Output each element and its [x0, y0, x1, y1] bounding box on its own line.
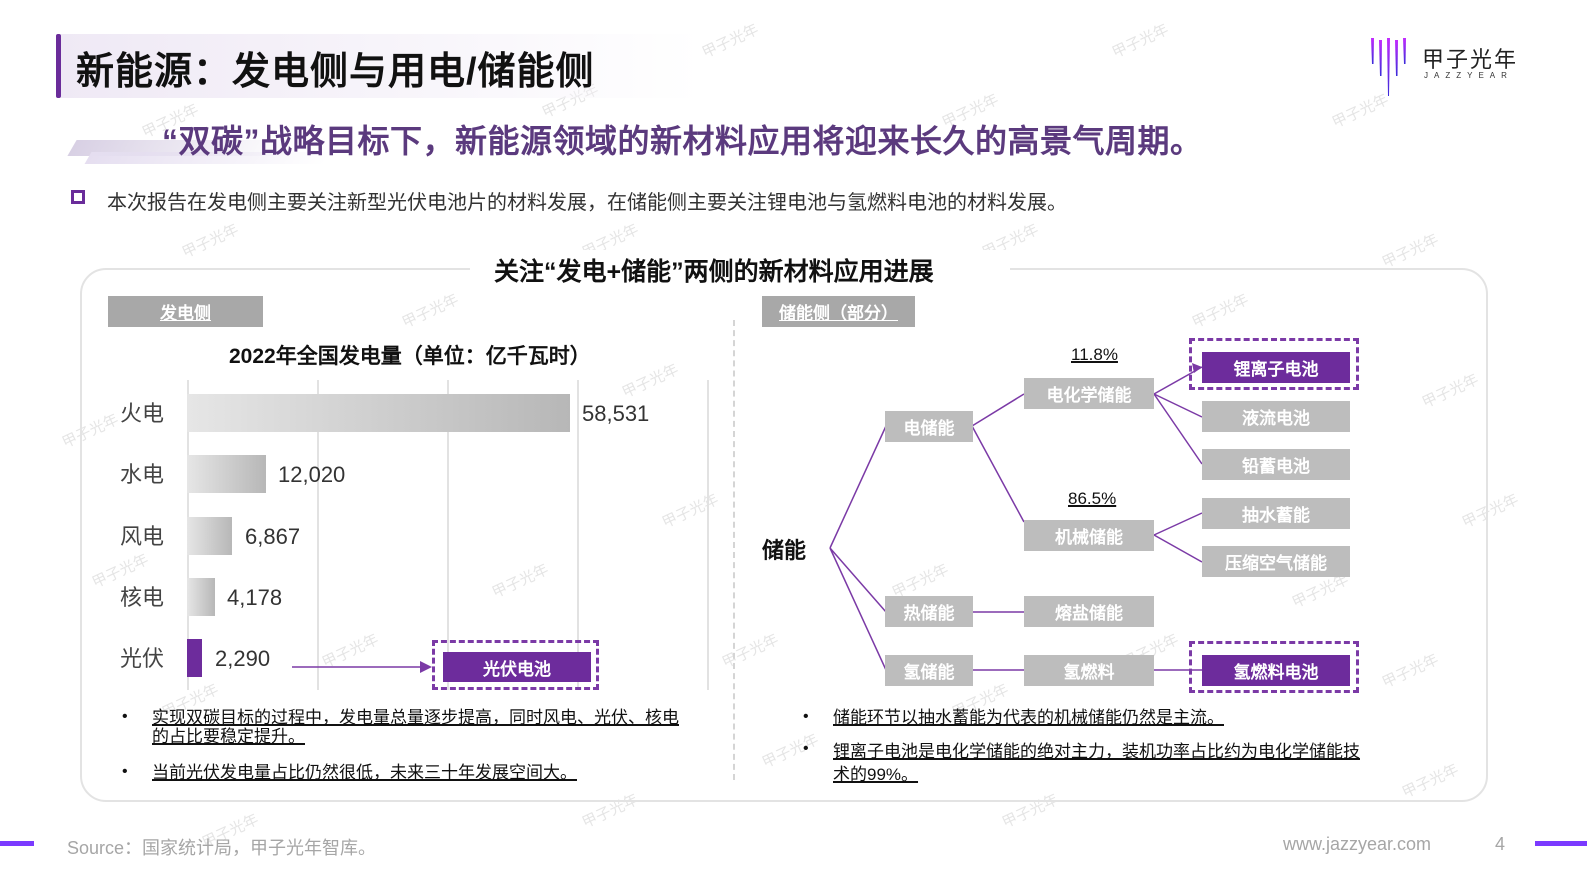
section-tab-storage: 储能侧（部分）	[762, 296, 915, 327]
watermark: 甲子光年	[179, 221, 242, 262]
title-background	[61, 34, 701, 98]
bar-value: 4,178	[227, 585, 283, 610]
hollow-square-bullet-icon	[71, 190, 85, 204]
footer-accent-bar	[1535, 841, 1587, 846]
bar-value: 12,020	[278, 462, 346, 487]
watermark: 甲子光年	[1379, 231, 1442, 272]
section-divider	[733, 320, 735, 780]
gridline	[317, 380, 319, 690]
bullet-dot: •	[803, 708, 809, 725]
watermark: 甲子光年	[1109, 21, 1172, 62]
card-title-mask	[470, 250, 1010, 290]
bar-highlighted	[187, 639, 202, 677]
bar	[187, 517, 232, 555]
bar	[187, 578, 215, 616]
bar-value: 6,867	[245, 524, 301, 549]
bar-category: 风电	[120, 524, 165, 549]
bullet-item: • 锂离子电池是电化学储能的绝对主力，装机功率占比约为电化学储能技术的99%。	[803, 740, 1373, 786]
bar-value: 58,531	[582, 401, 650, 426]
gridline	[447, 380, 449, 690]
arrow-right-icon	[292, 661, 432, 673]
tree-node-hydrogen-fuel-cell: 氢燃料电池	[1202, 655, 1350, 686]
brand-logo: 甲子光年 JAZZYEAR	[1370, 36, 1530, 96]
tree-node-thermal-storage: 热储能	[885, 596, 973, 627]
tree-node-electrochemical: 电化学储能	[1024, 378, 1154, 409]
bar	[187, 455, 266, 493]
bar-category: 光伏	[120, 646, 165, 671]
tree-node-molten-salt: 熔盐储能	[1024, 596, 1154, 627]
highlight-frame	[1189, 641, 1359, 693]
bullet-dot: •	[122, 708, 128, 725]
bar-chart: 火电 58,531 水电 12,020 风电 6,867 核电 4,178 光伏…	[120, 380, 709, 690]
bar-value: 2,290	[215, 646, 271, 671]
highlight-frame	[1189, 338, 1359, 390]
percentage-mechanical: 86.5%	[1068, 489, 1117, 508]
tree-node-electric-storage: 电储能	[885, 411, 973, 442]
source-note: Source：国家统计局，甲子光年智库。	[67, 838, 377, 858]
bullet-text: 储能环节以抽水蓄能为代表的机械储能仍然是主流。	[833, 708, 1224, 727]
bullet-item: • 实现双碳目标的过程中，发电量总量逐步提高，同时风电、光伏、核电的占比要稳定提…	[122, 708, 692, 746]
bullet-dot: •	[122, 763, 128, 780]
tree-node-lithium-ion: 锂离子电池	[1202, 352, 1350, 383]
bar-category: 核电	[120, 585, 165, 610]
tree-node-compressed-air: 压缩空气储能	[1202, 546, 1350, 577]
card-title: 关注“发电+储能”两侧的新材料应用进展	[494, 258, 934, 286]
tree-node-flow-battery: 液流电池	[1202, 401, 1350, 432]
slogan: “双碳”战略目标下，新能源领域的新材料应用将迎来长久的高景气周期。	[162, 123, 1203, 159]
tree-node-lead-acid: 铅蓄电池	[1202, 449, 1350, 480]
website-link[interactable]: www.jazzyear.com	[1283, 834, 1432, 854]
title-accent-bar	[56, 34, 61, 98]
bullet-item: • 当前光伏发电量占比仍然很低，未来三十年发展空间大。	[122, 763, 692, 782]
logo-text-cn: 甲子光年	[1422, 48, 1519, 73]
gridline	[577, 380, 579, 690]
bullet-text: 实现双碳目标的过程中，发电量总量逐步提高，同时风电、光伏、核电的占比要稳定提升。	[152, 708, 679, 746]
chart-title: 2022年全国发电量（单位：亿千瓦时）	[229, 345, 591, 368]
tree-connectors	[829, 363, 1203, 671]
jazzyear-bars-icon	[1371, 38, 1406, 96]
tree-root: 储能	[762, 538, 807, 563]
page-title: 新能源：发电侧与用电/储能侧	[76, 51, 595, 93]
section-tab-generation: 发电侧	[108, 296, 263, 327]
bullet-text: 锂离子电池是电化学储能的绝对主力，装机功率占比约为电化学储能技术的99%。	[833, 742, 1360, 784]
bullet-text: 当前光伏发电量占比仍然很低，未来三十年发展空间大。	[152, 763, 577, 782]
page-number: 4	[1495, 834, 1506, 854]
bar	[187, 394, 570, 432]
pv-cell-highlight: 光伏电池	[443, 652, 591, 682]
watermark: 甲子光年	[699, 21, 762, 62]
tree-node-hydrogen-fuel: 氢燃料	[1024, 655, 1154, 686]
gridline	[707, 380, 709, 690]
logo-text-en: JAZZYEAR	[1424, 71, 1513, 80]
tree-node-hydrogen-storage: 氢储能	[885, 655, 973, 686]
tree-node-pumped-hydro: 抽水蓄能	[1202, 498, 1350, 529]
tree-node-mechanical: 机械储能	[1024, 520, 1154, 551]
percentage-electrochemical: 11.8%	[1071, 345, 1118, 364]
bar-category: 水电	[120, 462, 165, 487]
intro-text: 本次报告在发电侧主要关注新型光伏电池片的材料发展，在储能侧主要关注锂电池与氢燃料…	[107, 192, 1067, 214]
bullet-item: • 储能环节以抽水蓄能为代表的机械储能仍然是主流。	[803, 708, 1373, 727]
footer-accent-bar	[0, 841, 34, 846]
bullet-dot: •	[803, 740, 809, 757]
bar-category: 火电	[120, 401, 165, 426]
highlight-frame	[432, 640, 599, 690]
